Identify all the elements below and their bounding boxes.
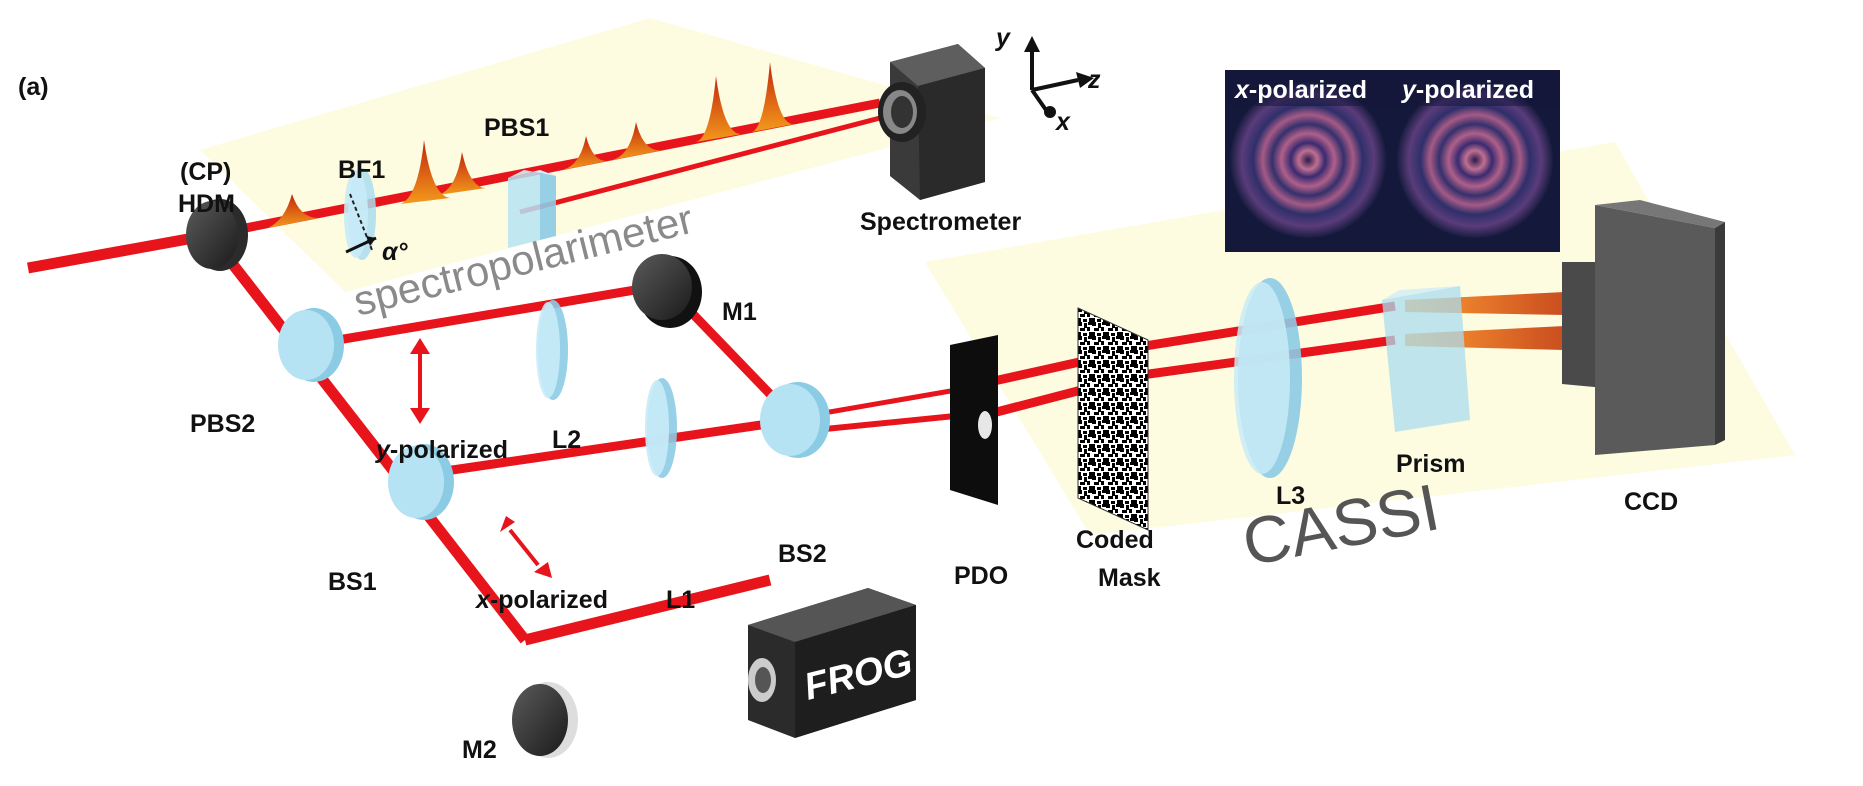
bs2-label: BS2	[778, 540, 827, 568]
spectrometer-label: Spectrometer	[860, 208, 1021, 236]
coordinate-axes	[1024, 36, 1094, 118]
y-polarized-label: y-polarized	[374, 436, 508, 464]
m2-label: M2	[462, 736, 497, 764]
mask-label: Mask	[1098, 564, 1161, 592]
y-polarized-rings	[1397, 82, 1553, 238]
l2-label: L2	[552, 426, 581, 454]
polarized-images-inset: x-polarized y-polarized	[1225, 70, 1560, 252]
l2-lens	[536, 300, 568, 400]
bf1-label: BF1	[338, 156, 385, 184]
ccd-label: CCD	[1624, 488, 1678, 516]
axis-z-label: z	[1087, 66, 1101, 94]
pulse-train	[268, 62, 794, 228]
bs1-label: BS1	[328, 568, 377, 596]
hdm-mirror	[186, 199, 248, 271]
x-polarization-arrow	[500, 516, 552, 578]
pbs1-label: PBS1	[484, 114, 549, 142]
x-polarized-label: x-polarized	[474, 586, 608, 614]
pbs1-cube	[508, 170, 556, 248]
m1-mirror	[632, 254, 702, 328]
pdo-label: PDO	[954, 562, 1008, 590]
l3-label: L3	[1276, 482, 1305, 510]
panel-label: (a)	[18, 73, 49, 101]
spectrometer-device	[878, 44, 985, 200]
inset-y-polarized: y-polarized	[1400, 76, 1534, 104]
l1-lens	[645, 378, 677, 478]
hdm-top-label: (CP)	[180, 158, 231, 186]
axis-x-label: x	[1054, 108, 1071, 136]
bs1-splitter	[388, 444, 454, 520]
bs2-splitter	[760, 382, 830, 458]
prism	[1382, 286, 1470, 432]
axis-y-label: y	[994, 24, 1011, 52]
m2-mirror	[512, 682, 578, 758]
inset-x-polarized: x-polarized	[1233, 76, 1367, 104]
bf1-filter	[344, 168, 377, 260]
alpha-label: α°	[382, 238, 409, 266]
pbs2-label: PBS2	[190, 410, 255, 438]
coded-label: Coded	[1076, 526, 1154, 554]
frog-device: FROG	[748, 588, 917, 738]
pbs2-splitter	[278, 308, 344, 382]
pdo-plate	[950, 335, 998, 505]
prism-label: Prism	[1396, 450, 1465, 478]
l1-label: L1	[666, 586, 695, 614]
hdm-label: HDM	[178, 190, 235, 218]
l3-lens	[1234, 278, 1302, 478]
coded-mask	[1077, 307, 1149, 531]
y-polarization-arrow	[410, 338, 430, 424]
ccd-camera	[1562, 200, 1725, 455]
m1-label: M1	[722, 298, 757, 326]
x-polarized-rings	[1230, 82, 1386, 238]
